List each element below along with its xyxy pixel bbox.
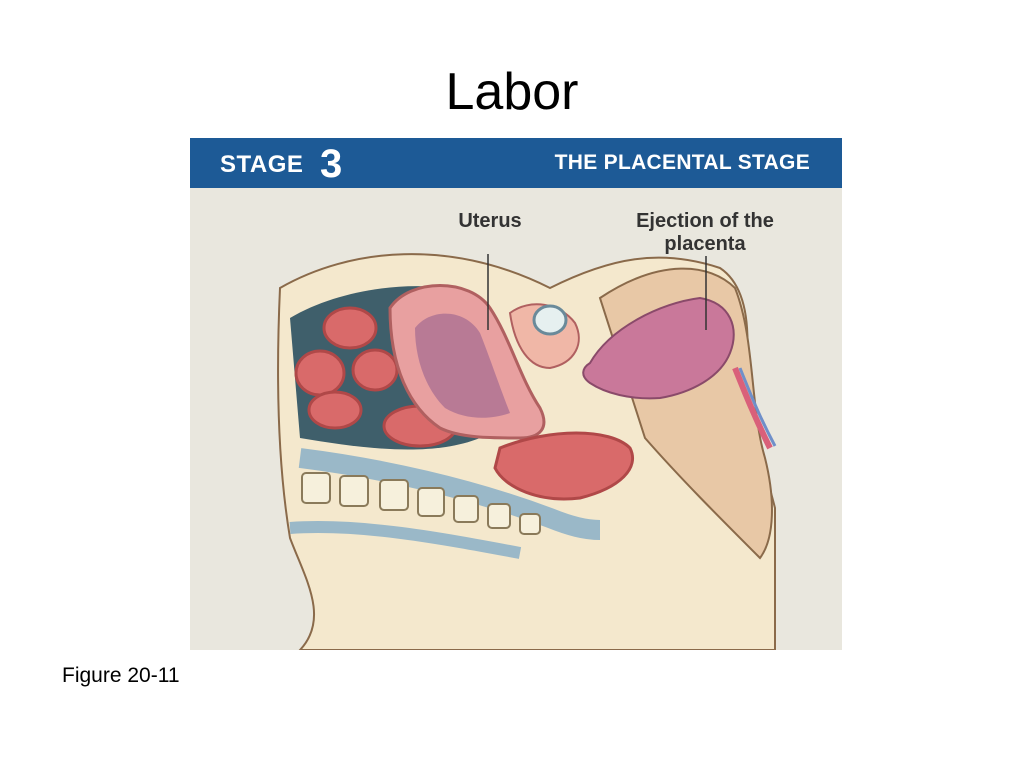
stage-word: STAGE xyxy=(220,151,304,178)
intestine-loop xyxy=(294,349,346,397)
stage-banner: STAGE 3 THE PLACENTAL STAGE xyxy=(190,138,842,188)
stage-number: 3 xyxy=(320,142,343,186)
vertebrae xyxy=(301,472,541,535)
placenta xyxy=(582,296,735,400)
stage-name: THE PLACENTAL STAGE xyxy=(554,151,810,174)
anatomy-figure: STAGE 3 THE PLACENTAL STAGE Uterus Eject… xyxy=(190,138,842,650)
label-uterus: Uterus xyxy=(458,210,522,232)
umbilical-cord-vessel xyxy=(738,367,777,447)
uterine-cavity xyxy=(415,313,510,418)
intestine-loop xyxy=(307,390,363,430)
label-placenta: Ejection of the placenta xyxy=(636,210,774,255)
umbilical-cord xyxy=(732,366,773,450)
intestine-loop xyxy=(351,348,399,392)
labor-stage-3-illustration xyxy=(277,253,777,650)
spine xyxy=(298,448,601,540)
intestine-loop xyxy=(322,306,378,350)
figure-caption: Figure 20-11 xyxy=(62,664,180,687)
spinal-cord xyxy=(289,521,522,559)
pubic-bone xyxy=(532,304,568,336)
rectum xyxy=(493,431,634,501)
slide-title: Labor xyxy=(445,63,579,121)
